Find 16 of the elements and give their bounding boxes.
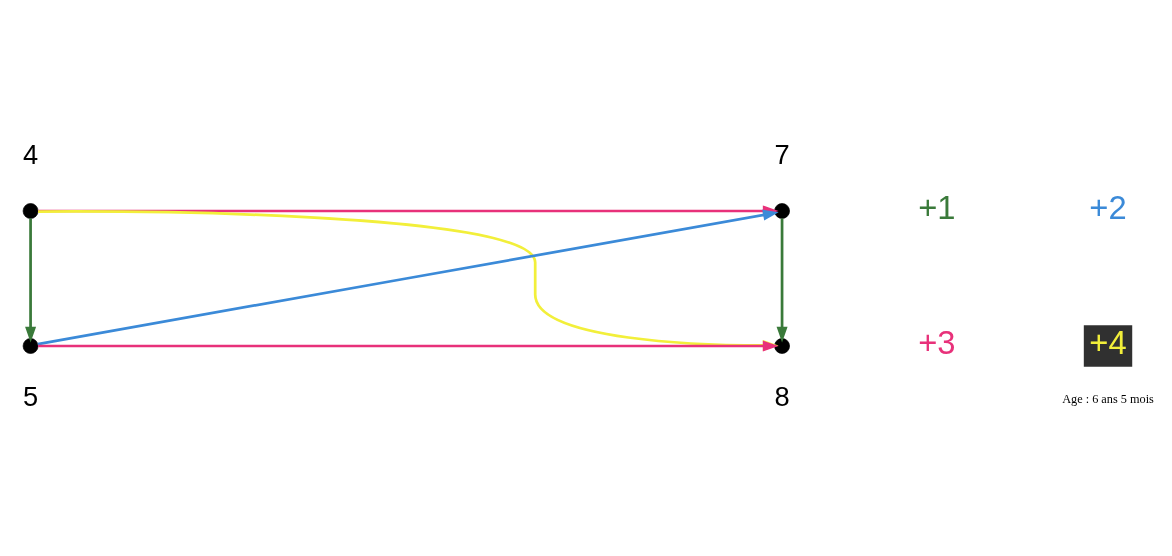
legend-label: +1 xyxy=(918,188,956,226)
node-circle xyxy=(22,337,39,354)
legend-label: +4 xyxy=(1089,323,1127,361)
arrow xyxy=(25,218,37,343)
node-circle xyxy=(22,202,39,219)
node-circle xyxy=(774,202,790,219)
node-circle xyxy=(774,337,790,354)
arrow xyxy=(38,340,779,351)
legend-label: +2 xyxy=(1089,188,1127,226)
node-label: 7 xyxy=(774,138,790,170)
label: Age : 6 ans 5 mois xyxy=(1062,391,1154,406)
node-label: 4 xyxy=(22,138,39,170)
arrow xyxy=(776,218,788,343)
legend-label: +3 xyxy=(918,323,956,361)
node-label: 5 xyxy=(22,380,39,412)
node-label: 8 xyxy=(774,380,790,412)
